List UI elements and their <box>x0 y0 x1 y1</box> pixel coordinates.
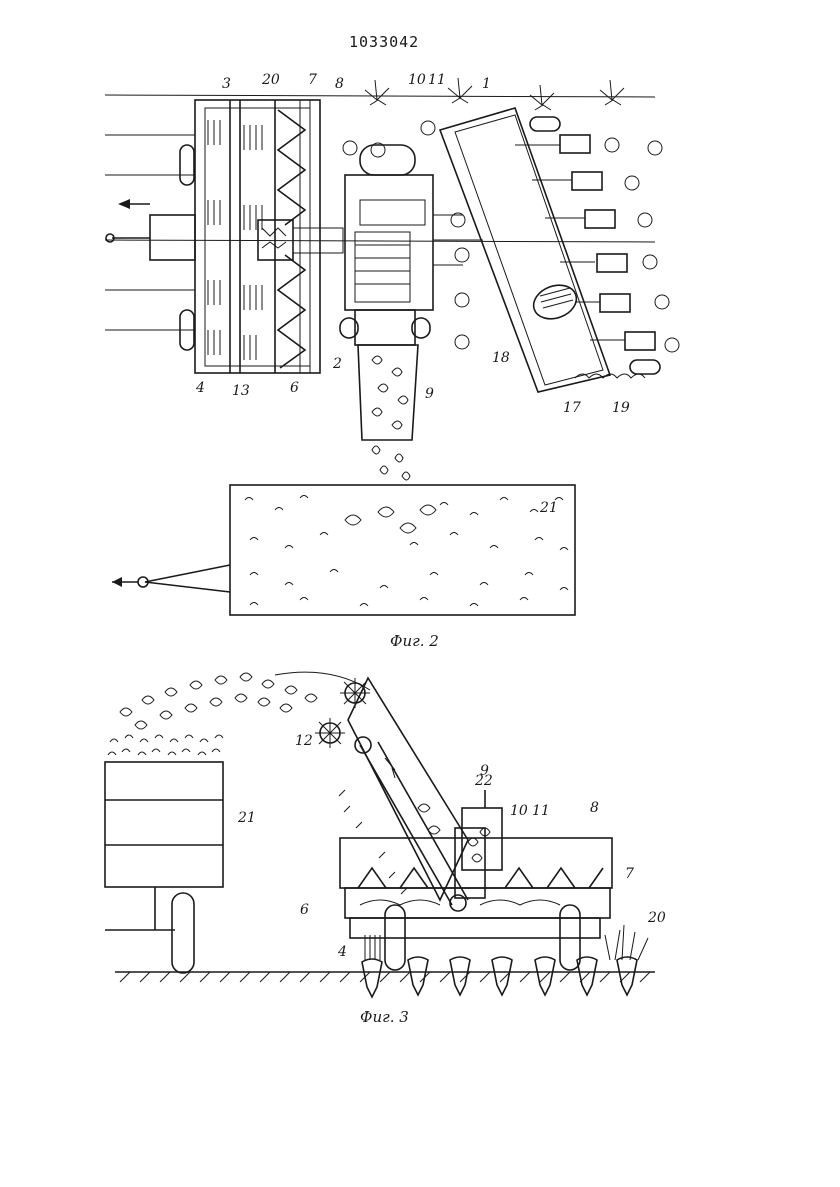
trailer-21-side <box>104 761 224 888</box>
rear-wheel <box>559 904 581 971</box>
fig2-label-20: 20 <box>261 72 280 88</box>
topping-knives <box>207 120 263 360</box>
trailer-tops-load <box>244 495 569 607</box>
document-number: 1033042 <box>349 33 420 51</box>
tops-elevator-9 <box>347 676 469 902</box>
fig2-label-4: 4 <box>195 380 205 396</box>
fig3-label-7: 7 <box>625 866 634 882</box>
fig3-label-12: 12 <box>295 733 313 749</box>
trailer-21-top <box>229 484 576 616</box>
fig2-label-21: 21 <box>539 500 558 516</box>
fig3-label-6: 6 <box>300 902 309 918</box>
fig2-label-17: 17 <box>563 400 581 416</box>
tops-conveyor-2 <box>354 309 416 346</box>
chassis-beam <box>349 917 601 939</box>
fig2-label-19: 19 <box>612 400 630 416</box>
fig3-label-22: 22 <box>474 773 493 789</box>
fig2-label-13: 13 <box>232 383 250 399</box>
field-row-lines <box>104 94 656 331</box>
figure-3-drawing: 12 9 22 10 11 8 7 20 6 4 21 <box>104 671 666 999</box>
fig3-label-21: 21 <box>237 810 256 826</box>
auger-flights <box>357 866 604 889</box>
fig2-label-1: 1 <box>482 76 491 92</box>
figure-2-drawing: 3 20 7 8 10 11 1 13 6 4 2 9 18 17 19 21 <box>104 72 680 616</box>
cleaner-22 <box>461 807 503 871</box>
fig2-label-18: 18 <box>492 350 510 366</box>
figure-3-caption: Фиг. 3 <box>360 1008 409 1026</box>
fig2-label-8: 8 <box>335 76 344 92</box>
fig3-label-4: 4 <box>337 944 347 960</box>
auger-lower <box>276 254 307 369</box>
figure-2-caption: Фиг. 2 <box>390 632 439 650</box>
fig2-label-2: 2 <box>332 356 342 372</box>
fig3-label-9: 9 <box>480 763 489 779</box>
cleaner-housing <box>344 174 434 311</box>
side-cutters-19 <box>515 134 656 351</box>
wheel-top-left-1 <box>179 144 195 186</box>
tops-leaves <box>371 355 411 481</box>
front-wheel <box>384 904 406 971</box>
fig2-label-11: 11 <box>428 72 446 88</box>
fig3-label-8: 8 <box>590 800 599 816</box>
hitch-block <box>149 214 196 261</box>
fig2-label-3: 3 <box>222 76 231 92</box>
fig2-label-6: 6 <box>290 380 299 396</box>
fig3-label-20: 20 <box>647 910 666 926</box>
fig2-label-10: 10 <box>408 72 426 88</box>
wheel-top-left-2 <box>179 309 195 351</box>
fig3-label-10: 10 <box>510 803 528 819</box>
tops-chute-9 <box>357 344 419 441</box>
auger-upper <box>276 109 307 226</box>
tops-stream <box>107 671 371 756</box>
root-elevator-17 <box>438 107 612 393</box>
fig2-label-7: 7 <box>308 72 317 88</box>
elevator-drum-18 <box>532 284 578 320</box>
sugar-beets <box>361 924 649 999</box>
beet-plants <box>342 77 680 379</box>
trailer-wheel <box>171 892 195 974</box>
fig3-label-11: 11 <box>532 803 550 819</box>
fig2-label-9: 9 <box>425 386 434 402</box>
